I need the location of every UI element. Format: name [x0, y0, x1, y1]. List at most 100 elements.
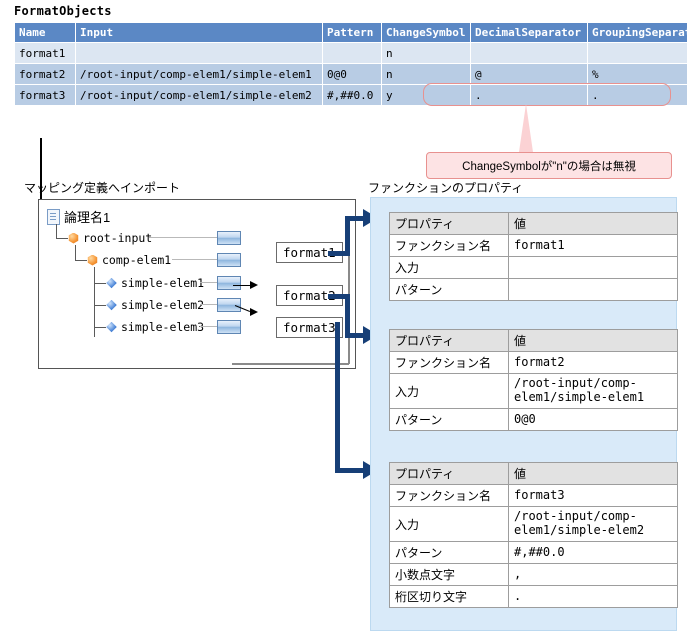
tree-guide — [94, 267, 95, 337]
column-header-property: プロパティ — [389, 212, 509, 235]
tree-item-simple-elem1[interactable]: simple-elem1 — [106, 276, 204, 290]
format-box-format3[interactable]: format3 — [276, 317, 343, 338]
tree-to-format-line — [233, 285, 251, 287]
cell-groupingseparator: . — [587, 84, 687, 106]
tree-guide — [94, 305, 106, 306]
format-objects-table: Name Input Pattern ChangeSymbol DecimalS… — [14, 22, 687, 106]
mapping-endpoint-icon — [217, 276, 241, 290]
column-header-input: Input — [75, 22, 323, 43]
cell-input: /root-input/comp-elem1/simple-elem1 — [75, 63, 323, 85]
table-row: 桁区切り文字 . — [389, 585, 678, 608]
table-row: format1 n — [14, 42, 687, 64]
table-row: パターン 0@0 — [389, 408, 678, 431]
table-row: 入力 /root-input/comp-elem1/simple-elem2 — [389, 506, 678, 542]
property-table-format3: プロパティ 値 ファンクション名 format3 入力 /root-input/… — [389, 462, 678, 608]
format-objects-block: FormatObjects Name Input Pattern ChangeS… — [14, 4, 687, 106]
format-objects-title: FormatObjects — [14, 4, 112, 18]
column-header-value: 値 — [508, 462, 678, 485]
table-row: ファンクション名 format1 — [389, 234, 678, 257]
cell-decimalseparator: . — [470, 84, 588, 106]
row-value: format1 — [508, 234, 678, 257]
cell-decimalseparator: @ — [470, 63, 588, 85]
simple-element-icon — [106, 299, 117, 311]
row-key: 入力 — [389, 506, 509, 542]
table-header-row: プロパティ 値 — [389, 462, 678, 485]
row-value: /root-input/comp-elem1/simple-elem2 — [508, 506, 678, 542]
tree-item-label: simple-elem2 — [121, 298, 205, 312]
tree-item-label: root-input — [83, 231, 153, 245]
mapping-endpoint-icon — [217, 320, 241, 334]
row-value: 0@0 — [508, 408, 678, 431]
left-section-heading: マッピング定義へインポート — [24, 181, 181, 195]
callout-text: ChangeSymbolが"n"の場合は無視 — [462, 160, 636, 173]
row-value: #,##0.0 — [508, 541, 678, 564]
cell-pattern: #,##0.0 — [322, 84, 382, 106]
tree-root-label: 論理名1 — [64, 210, 111, 225]
tree-item-root-input[interactable]: root-input — [68, 231, 152, 245]
column-header-changesymbol: ChangeSymbol — [381, 22, 471, 43]
cell-pattern — [322, 42, 382, 64]
navy-connector-3 — [335, 322, 340, 473]
mapping-endpoint-icon — [217, 231, 241, 245]
cell-pattern: 0@0 — [322, 63, 382, 85]
tree-guide — [75, 245, 76, 261]
column-header-decimalseparator: DecimalSeparator — [470, 22, 588, 43]
tree-guide — [56, 238, 68, 239]
document-icon — [47, 208, 60, 225]
cell-groupingseparator: % — [587, 63, 687, 85]
mapping-endpoint-icon — [217, 253, 241, 267]
tree-guide — [94, 283, 106, 284]
cell-name: format1 — [14, 42, 76, 64]
column-header-value: 値 — [508, 212, 678, 235]
row-key: パターン — [389, 408, 509, 431]
tree-guide — [75, 260, 87, 261]
mapping-line — [172, 259, 217, 260]
format-box-format2[interactable]: format2 — [276, 285, 343, 306]
table-row: format3 /root-input/comp-elem1/simple-el… — [14, 84, 687, 106]
tree-to-format-arrow-icon — [250, 281, 258, 289]
navy-connector-2 — [345, 294, 350, 338]
routing-line — [232, 363, 349, 365]
simple-element-icon — [106, 321, 117, 333]
mapping-endpoint-icon — [217, 298, 241, 312]
row-key: 小数点文字 — [389, 563, 509, 586]
column-header-groupingseparator: GroupingSeparator — [587, 22, 687, 43]
column-header-property: プロパティ — [389, 329, 509, 352]
complex-element-icon — [68, 232, 79, 244]
cell-changesymbol: n — [381, 42, 471, 64]
navy-connector-2 — [345, 333, 365, 338]
column-header-value: 値 — [508, 329, 678, 352]
row-key: ファンクション名 — [389, 234, 509, 257]
tree-item-label: simple-elem3 — [121, 320, 205, 334]
navy-connector-1 — [345, 216, 365, 221]
row-key: 入力 — [389, 256, 509, 279]
tree-root-item[interactable]: 論理名1 — [47, 207, 110, 226]
cell-name: format2 — [14, 63, 76, 85]
tree-item-comp-elem1[interactable]: comp-elem1 — [87, 253, 171, 267]
cell-changesymbol: n — [381, 63, 471, 85]
row-value: . — [508, 585, 678, 608]
table-row: パターン — [389, 278, 678, 301]
cell-input: /root-input/comp-elem1/simple-elem2 — [75, 84, 323, 106]
navy-connector-3 — [335, 468, 365, 473]
row-key: 桁区切り文字 — [389, 585, 509, 608]
callout-pointer-icon — [519, 104, 533, 152]
cell-groupingseparator — [587, 42, 687, 64]
cell-name: format3 — [14, 84, 76, 106]
mapping-tree-panel: 論理名1 root-input comp-elem1 simple-elem1 … — [38, 199, 356, 369]
table-header-row: プロパティ 値 — [389, 212, 678, 235]
mapping-line — [200, 282, 217, 283]
row-key: 入力 — [389, 373, 509, 409]
row-value: format2 — [508, 351, 678, 374]
table-row: 入力 — [389, 256, 678, 279]
simple-element-icon — [106, 277, 117, 289]
row-value: , — [508, 563, 678, 586]
tree-item-simple-elem2[interactable]: simple-elem2 — [106, 298, 204, 312]
function-property-panel: プロパティ 値 ファンクション名 format1 入力 パターン プロパティ 値… — [370, 197, 678, 631]
table-row: format2 /root-input/comp-elem1/simple-el… — [14, 63, 687, 85]
table-header-row: Name Input Pattern ChangeSymbol DecimalS… — [14, 22, 687, 43]
mapping-line — [200, 326, 217, 327]
table-row: ファンクション名 format2 — [389, 351, 678, 374]
tree-item-simple-elem3[interactable]: simple-elem3 — [106, 320, 204, 334]
row-value — [508, 278, 678, 301]
